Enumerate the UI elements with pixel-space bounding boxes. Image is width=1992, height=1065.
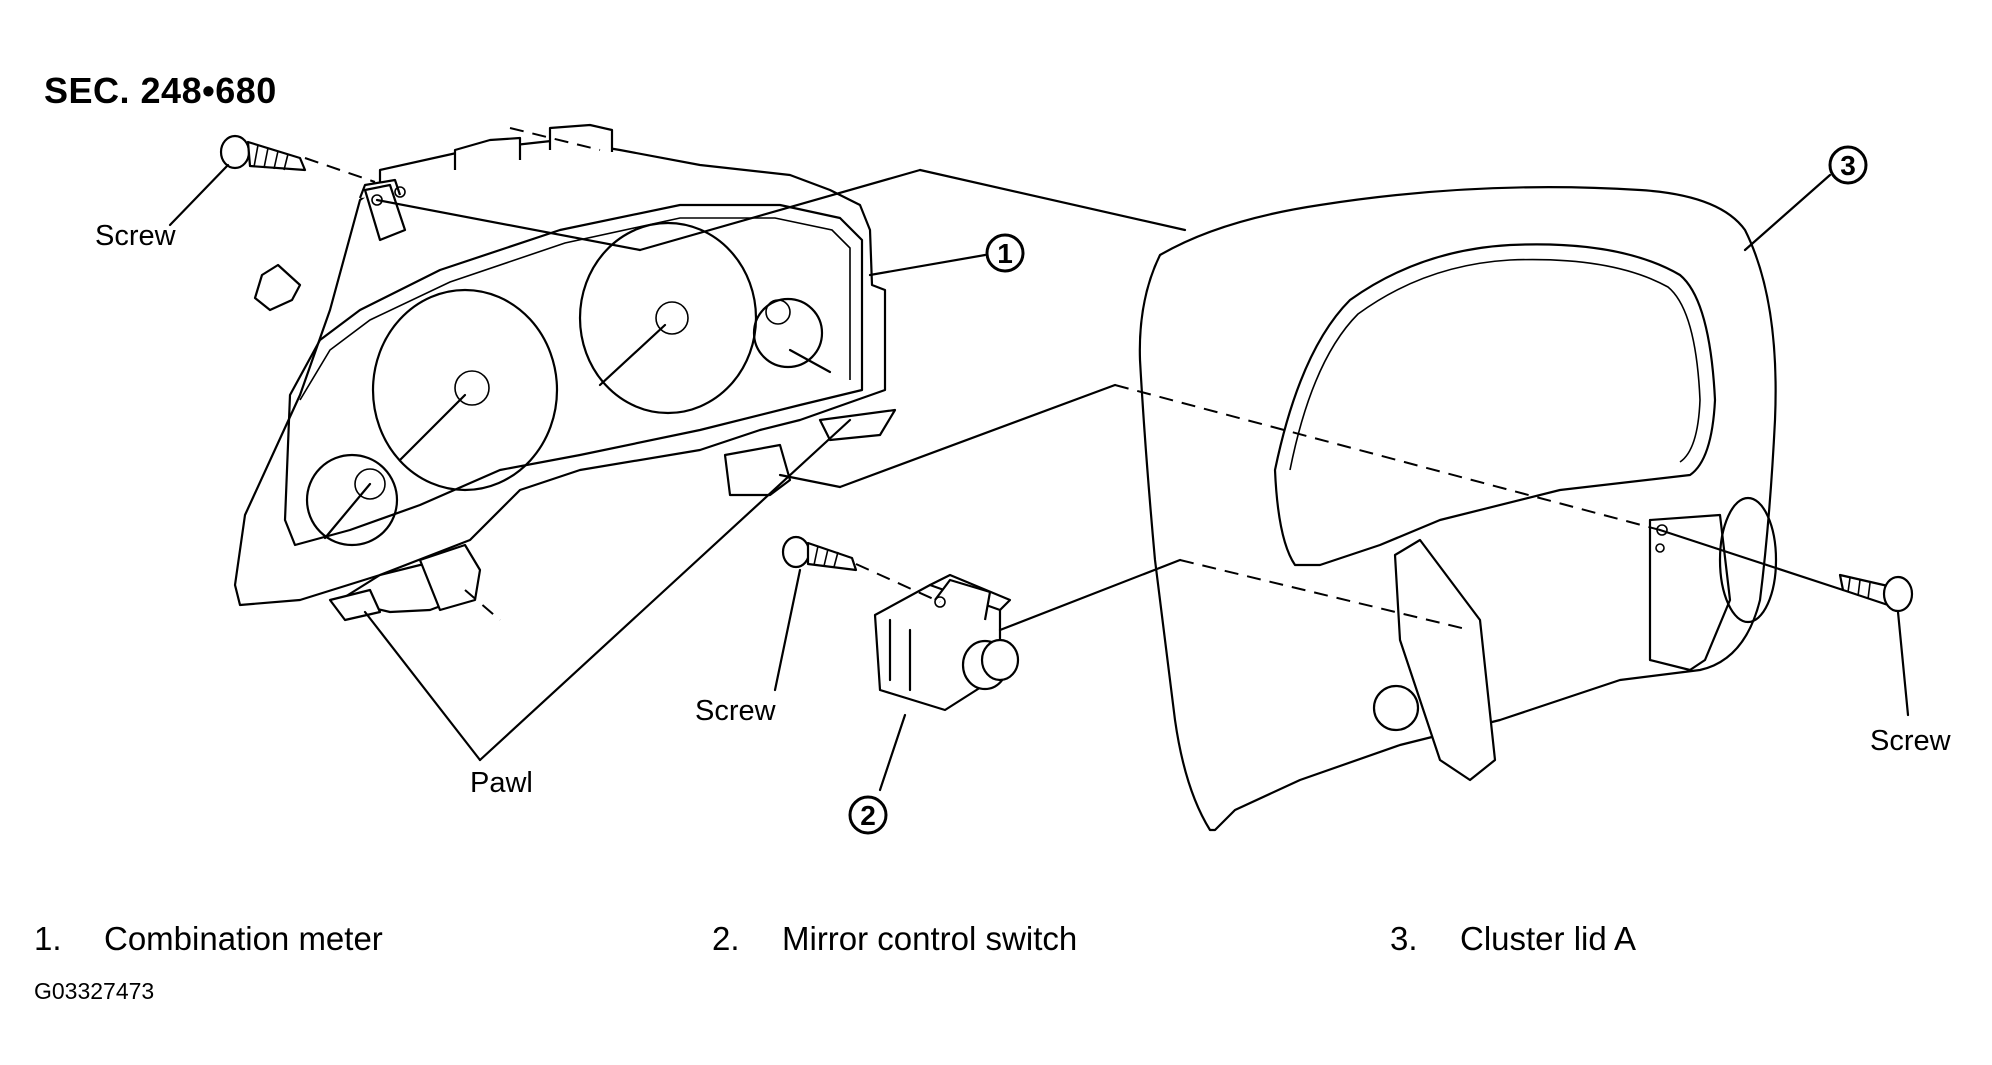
legend-item-1: 1. Combination meter <box>34 920 383 958</box>
label-screw-top-left: Screw <box>95 220 177 252</box>
legend-number: 2. <box>712 920 740 957</box>
combination-meter <box>233 123 897 622</box>
alignment-lines <box>304 127 1845 632</box>
legend-text: Cluster lid A <box>1460 920 1637 957</box>
cluster-lid-a <box>1138 186 1778 832</box>
callout-2: 2 <box>848 795 888 835</box>
legend-text: Combination meter <box>104 920 383 957</box>
svg-text:1: 1 <box>997 238 1013 269</box>
mirror-control-switch <box>873 573 1020 712</box>
callout-1: 1 <box>985 233 1025 273</box>
figure-code: G03327473 <box>34 978 155 1004</box>
section-title: SEC. 248•680 <box>44 70 277 111</box>
screw-middle <box>781 535 858 572</box>
callout-3: 3 <box>1828 145 1868 185</box>
label-pawl: Pawl <box>470 767 533 799</box>
svg-text:2: 2 <box>860 800 876 831</box>
legend-number: 3. <box>1390 920 1418 957</box>
screw-right <box>1838 573 1914 613</box>
legend-number: 1. <box>34 920 62 957</box>
label-screw-right: Screw <box>1870 725 1952 757</box>
legend-item-2: 2. Mirror control switch <box>712 920 1077 958</box>
leader-lines <box>168 163 1910 792</box>
screw-top-left <box>219 134 307 172</box>
svg-text:3: 3 <box>1840 150 1856 181</box>
legend-text: Mirror control switch <box>782 920 1078 957</box>
label-screw-middle: Screw <box>695 695 777 727</box>
legend-item-3: 3. Cluster lid A <box>1390 920 1636 958</box>
